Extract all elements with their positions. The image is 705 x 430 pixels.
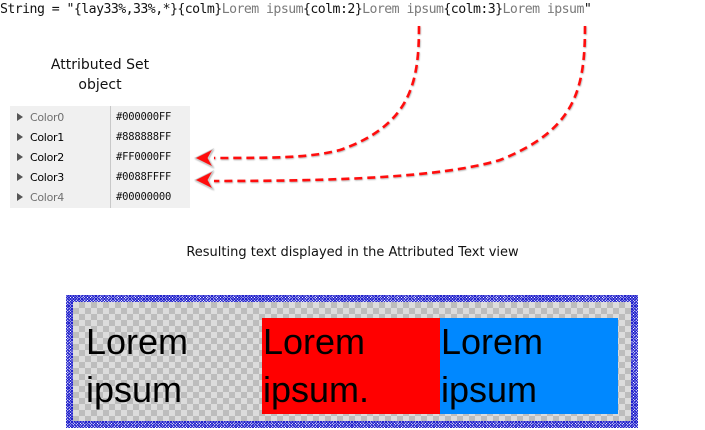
property-row-color2[interactable]: Color2 #FF0000FF [10, 147, 190, 167]
text-column-3: Lorem ipsum [440, 318, 618, 414]
view-content-area: Lorem ipsum Lorem ipsum. Lorem ipsum [73, 302, 631, 421]
column-line-1: Lorem [86, 321, 189, 362]
property-value: #000000FF [116, 111, 172, 123]
property-value: #888888FF [116, 131, 172, 143]
arrowhead-icon [194, 170, 214, 190]
literal-1: Lorem ipsum [221, 2, 304, 17]
column-line-2: ipsum [441, 369, 538, 410]
property-name: Color4 [30, 190, 64, 204]
tag-colm-3: {colm:3} [443, 2, 503, 17]
arrowhead-icon [194, 148, 214, 168]
property-name: Color2 [30, 150, 64, 164]
column-line-2: ipsum. [263, 369, 370, 410]
property-row-color4[interactable]: Color4 #00000000 [10, 187, 190, 207]
attributed-set-table: Color0 #000000FF Color1 #888888FF Color2… [10, 106, 190, 208]
format-string: String = "{lay33%,33%,*}{colm}Lorem ipsu… [0, 1, 592, 19]
expand-triangle-icon[interactable] [17, 173, 23, 181]
expand-triangle-icon[interactable] [17, 193, 23, 201]
string-suffix: " [583, 2, 592, 17]
title-line-2: object [78, 77, 122, 93]
attributed-set-title: Attributed Set object [40, 55, 160, 95]
column-line-1: Lorem [441, 321, 544, 362]
column-line-1: Lorem [263, 321, 366, 362]
string-prefix: String = " [0, 2, 74, 17]
attributed-text-view[interactable]: Lorem ipsum Lorem ipsum. Lorem ipsum [66, 295, 638, 428]
literal-2: Lorem ipsum [362, 2, 444, 17]
property-name: Color3 [30, 170, 64, 184]
expand-triangle-icon[interactable] [17, 153, 23, 161]
property-row-color3[interactable]: Color3 #0088FFFF [10, 167, 190, 187]
title-line-1: Attributed Set [50, 57, 150, 73]
column-line-2: ipsum [86, 369, 183, 410]
property-name: Color1 [30, 130, 64, 144]
result-caption: Resulting text displayed in the Attribut… [186, 245, 519, 260]
tag-layout-colm: {lay33%,33%,*}{colm} [73, 2, 222, 17]
property-value: #FF0000FF [116, 151, 172, 163]
property-row-color1[interactable]: Color1 #888888FF [10, 127, 190, 147]
expand-triangle-icon[interactable] [17, 113, 23, 121]
property-name: Color0 [30, 110, 64, 124]
arrow-colm3-to-color3 [213, 25, 587, 183]
arrow-colm2-to-color2 [213, 25, 421, 160]
tag-colm-2: {colm:2} [303, 2, 363, 17]
text-column-1: Lorem ipsum [85, 318, 261, 414]
expand-triangle-icon[interactable] [17, 133, 23, 141]
text-column-2: Lorem ipsum. [262, 318, 440, 414]
property-value: #0088FFFF [116, 171, 172, 183]
literal-3: Lorem ipsum [502, 2, 585, 17]
column-divider [110, 106, 111, 208]
property-value: #00000000 [116, 191, 172, 203]
property-row-color0[interactable]: Color0 #000000FF [10, 107, 190, 127]
